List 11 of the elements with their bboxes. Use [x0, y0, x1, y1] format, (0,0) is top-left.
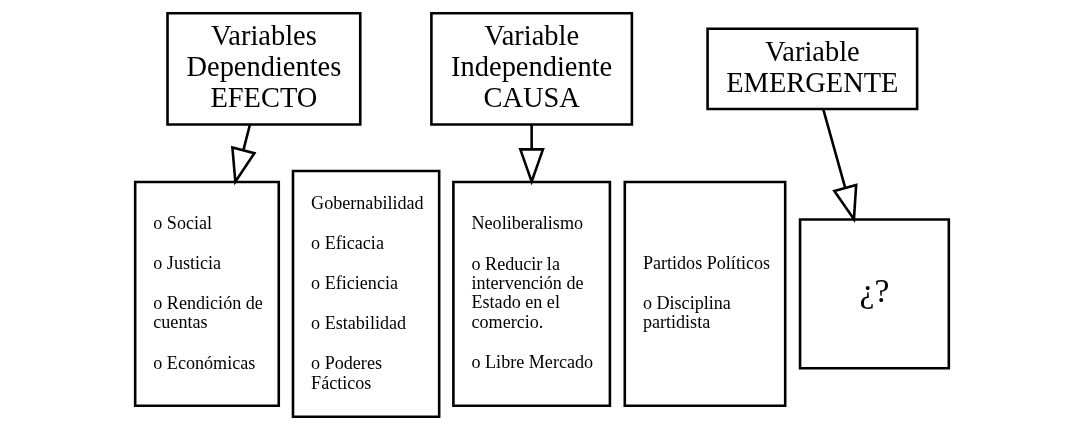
arrow [821, 109, 858, 223]
node-box: Partidos Políticos o Disciplina partidista [623, 180, 786, 408]
node-box: Neoliberalismo o Reducir la intervención de Estado en el comercio. o Libre Mercado [451, 180, 611, 408]
node-box: Variable EMERGENTE [705, 27, 918, 111]
node-box: Variables Dependientes EFECTO [165, 11, 362, 126]
arrow [230, 124, 256, 186]
node-box: Gobernabilidad o Eficacia o Eficiencia o Estabilidad o Poderes Fácticos [291, 169, 440, 419]
arrow [518, 124, 545, 186]
node-box: Variable Independiente CAUSA [429, 11, 633, 126]
node-box: o Social o Justicia o Rendición de cuentas o Económicas [133, 180, 280, 408]
node-box: ¿? [798, 218, 950, 370]
